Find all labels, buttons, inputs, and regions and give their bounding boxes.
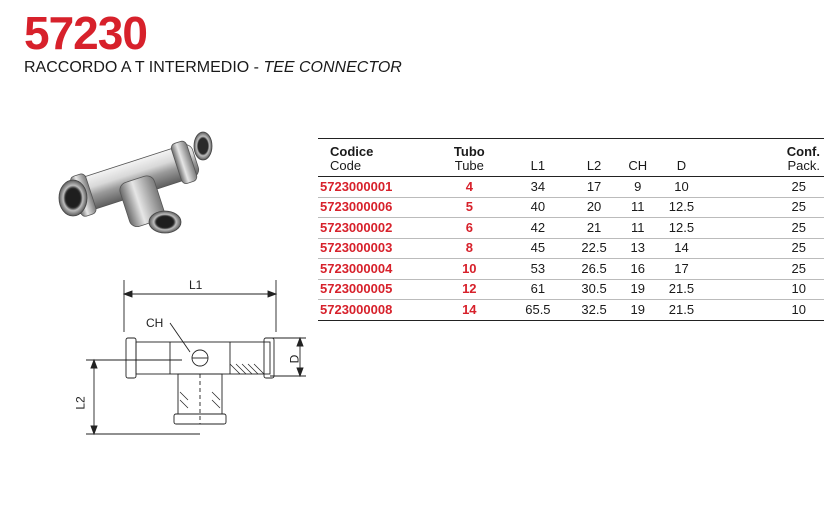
cell-code: 5723000002	[318, 217, 438, 239]
header-code: Codice Code	[318, 138, 438, 177]
header-tube-en: Tube	[454, 158, 484, 173]
cell-d: 17	[661, 258, 702, 280]
cell-tube: 10	[437, 258, 502, 280]
table-row: 5723000008 14 65.5 32.5 19 21.5 10	[318, 299, 824, 321]
cell-l2: 30.5	[574, 279, 614, 300]
header-tube-it: Tubo	[453, 144, 485, 159]
cell-pack: 10	[701, 299, 824, 321]
cell-ch: 19	[613, 299, 662, 321]
product-name-en: TEE CONNECTOR	[263, 59, 402, 76]
header-l2: L2	[574, 138, 614, 177]
cell-l2: 32.5	[574, 299, 614, 321]
cell-l2: 20	[574, 197, 614, 218]
cell-ch: 11	[613, 197, 662, 218]
cell-d: 10	[661, 176, 702, 198]
table-header: Codice Code Tubo Tube L1 L2 CH D Conf. P…	[318, 138, 824, 177]
cell-pack: 25	[701, 197, 824, 218]
cell-d: 12.5	[661, 197, 702, 218]
cell-d: 12.5	[661, 217, 702, 239]
cell-l1: 42	[501, 217, 575, 239]
table-row: 5723000004 10 53 26.5 16 17 25	[318, 258, 824, 280]
header-pack: Conf. Pack.	[701, 138, 824, 177]
table-body: 5723000001 4 34 17 9 10 25 5723000006 5 …	[318, 176, 824, 321]
cell-l1: 53	[501, 258, 575, 280]
cell-l1: 45	[501, 238, 575, 259]
cell-code: 5723000006	[318, 197, 438, 218]
cell-code: 5723000004	[318, 258, 438, 280]
product-name-it: RACCORDO A T INTERMEDIO	[24, 59, 250, 76]
table-row: 5723000001 4 34 17 9 10 25	[318, 176, 824, 198]
cell-pack: 25	[701, 176, 824, 198]
header-pack-en: Pack.	[787, 158, 820, 173]
table-row: 5723000003 8 45 22.5 13 14 25	[318, 238, 824, 259]
cell-code: 5723000001	[318, 176, 438, 198]
cell-ch: 11	[613, 217, 662, 239]
cell-pack: 25	[701, 258, 824, 280]
technical-drawing	[86, 280, 306, 436]
cell-tube: 4	[437, 176, 502, 198]
table-row: 5723000006 5 40 20 11 12.5 25	[318, 197, 824, 218]
header-tube: Tubo Tube	[437, 138, 502, 177]
header-code-it: Codice	[330, 144, 374, 159]
cell-code: 5723000005	[318, 279, 438, 300]
cell-tube: 6	[437, 217, 502, 239]
subtitle-separator: -	[249, 59, 264, 76]
dimension-label-l1: L1	[189, 278, 203, 292]
table-row: 5723000005 12 61 30.5 19 21.5 10	[318, 279, 824, 300]
header-pack-it: Conf.	[786, 144, 820, 159]
cell-pack: 10	[701, 279, 824, 300]
cell-d: 14	[661, 238, 702, 259]
cell-pack: 25	[701, 217, 824, 239]
cell-l2: 21	[574, 217, 614, 239]
cell-l2: 26.5	[574, 258, 614, 280]
header-code-en: Code	[330, 158, 362, 173]
cell-tube: 14	[437, 299, 502, 321]
cell-pack: 25	[701, 238, 824, 259]
cell-tube: 5	[437, 197, 502, 218]
dimension-label-ch: CH	[146, 316, 164, 330]
product-photo	[58, 131, 213, 234]
cell-ch: 9	[613, 176, 662, 198]
cell-d: 21.5	[661, 279, 702, 300]
product-subtitle: RACCORDO A T INTERMEDIO - TEE CONNECTOR	[24, 58, 402, 78]
cell-code: 5723000003	[318, 238, 438, 259]
header-ch: CH	[613, 138, 662, 177]
table-header-row: Codice Code Tubo Tube L1 L2 CH D Conf. P…	[318, 138, 824, 177]
header-d: D	[661, 138, 702, 177]
cell-ch: 19	[613, 279, 662, 300]
cell-tube: 12	[437, 279, 502, 300]
product-code-title: 57230	[24, 7, 148, 59]
cell-l1: 40	[501, 197, 575, 218]
header-l1: L1	[501, 138, 575, 177]
cell-ch: 16	[613, 258, 662, 280]
cell-ch: 13	[613, 238, 662, 259]
cell-l1: 65.5	[501, 299, 575, 321]
cell-tube: 8	[437, 238, 502, 259]
specification-table: Codice Code Tubo Tube L1 L2 CH D Conf. P…	[318, 138, 824, 321]
dimension-label-l2: L2	[73, 396, 88, 410]
cell-code: 5723000008	[318, 299, 438, 321]
cell-l1: 34	[501, 176, 575, 198]
table-row: 5723000002 6 42 21 11 12.5 25	[318, 217, 824, 239]
cell-l2: 17	[574, 176, 614, 198]
cell-l2: 22.5	[574, 238, 614, 259]
dimension-label-d: D	[287, 354, 302, 364]
cell-l1: 61	[501, 279, 575, 300]
cell-d: 21.5	[661, 299, 702, 321]
